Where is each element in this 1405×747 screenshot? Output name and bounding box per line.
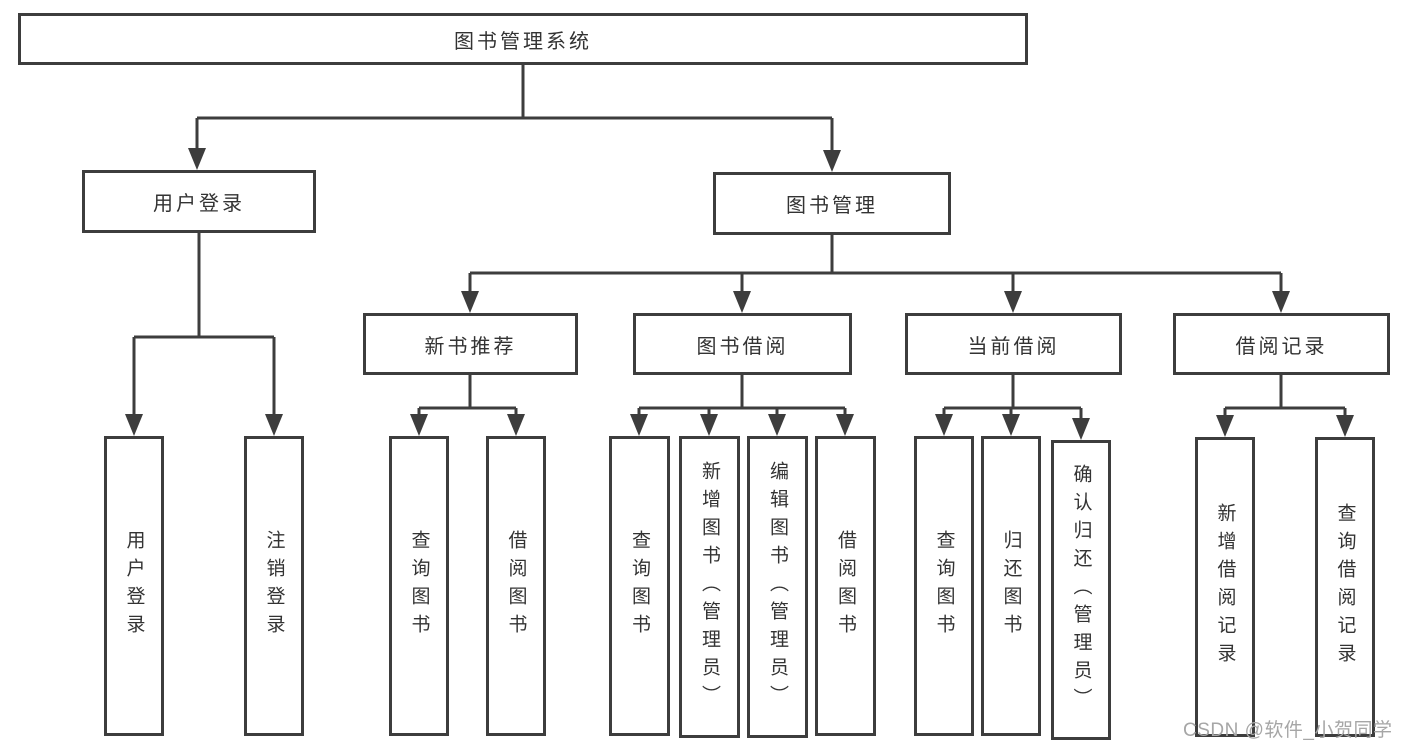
leaf-records-add-borrow-record-label: 新增借阅记录: [1214, 503, 1236, 671]
node-user-login-label: 用户登录: [153, 193, 245, 215]
node-root-library-management-system: 图书管理系统: [18, 13, 1028, 65]
leaf-borrow-borrow-books-label: 借阅图书: [835, 530, 856, 642]
node-current-borrowing: 当前借阅: [905, 313, 1122, 375]
leaf-records-query-borrow-record-label: 查询借阅记录: [1334, 503, 1356, 671]
leaf-borrow-query-books: 查询图书: [609, 436, 670, 736]
leaf-borrow-edit-books-admin: 编辑图书（管理员）: [747, 436, 808, 738]
leaf-current-return-books-label: 归还图书: [1000, 530, 1022, 642]
node-user-login: 用户登录: [82, 170, 316, 233]
leaf-records-query-borrow-record: 查询借阅记录: [1315, 437, 1375, 737]
leaf-records-add-borrow-record: 新增借阅记录: [1195, 437, 1255, 737]
leaf-borrow-query-books-label: 查询图书: [629, 530, 650, 642]
leaf-newbooks-query-books: 查询图书: [389, 436, 449, 736]
arrowheads: [125, 148, 1354, 440]
node-borrowing-records-label: 借阅记录: [1235, 335, 1328, 358]
leaf-current-confirm-return-admin-label: 确认归还（管理员）: [1070, 464, 1092, 716]
node-new-book-recommendation-label: 新书推荐: [424, 335, 517, 358]
node-book-management-label: 图书管理: [786, 195, 878, 217]
leaf-user-login-label: 用户登录: [123, 530, 145, 642]
node-book-management: 图书管理: [713, 172, 951, 235]
node-borrowing-records: 借阅记录: [1173, 313, 1390, 375]
leaf-logout-label: 注销登录: [263, 530, 285, 642]
leaf-newbooks-query-books-label: 查询图书: [408, 530, 430, 642]
leaf-current-confirm-return-admin: 确认归还（管理员）: [1051, 440, 1111, 740]
connector-paths: [132, 65, 1347, 420]
leaf-borrow-add-books-admin-label: 新增图书（管理员）: [699, 461, 720, 713]
leaf-borrow-edit-books-admin-label: 编辑图书（管理员）: [767, 461, 788, 713]
leaf-newbooks-borrow-books: 借阅图书: [486, 436, 546, 736]
leaf-current-query-books: 查询图书: [914, 436, 974, 736]
node-root-label: 图书管理系统: [454, 30, 592, 53]
leaf-current-query-books-label: 查询图书: [933, 530, 955, 642]
node-new-book-recommendation: 新书推荐: [363, 313, 578, 375]
leaf-logout: 注销登录: [244, 436, 304, 736]
node-book-borrowing-label: 图书借阅: [696, 335, 789, 358]
leaf-borrow-borrow-books: 借阅图书: [815, 436, 876, 736]
node-current-borrowing-label: 当前借阅: [967, 335, 1060, 358]
leaf-current-return-books: 归还图书: [981, 436, 1041, 736]
leaf-newbooks-borrow-books-label: 借阅图书: [505, 530, 527, 642]
leaf-borrow-add-books-admin: 新增图书（管理员）: [679, 436, 740, 738]
csdn-watermark: CSDN @软件_小贺同学: [1183, 720, 1393, 741]
leaf-user-login: 用户登录: [104, 436, 164, 736]
node-book-borrowing: 图书借阅: [633, 313, 852, 375]
